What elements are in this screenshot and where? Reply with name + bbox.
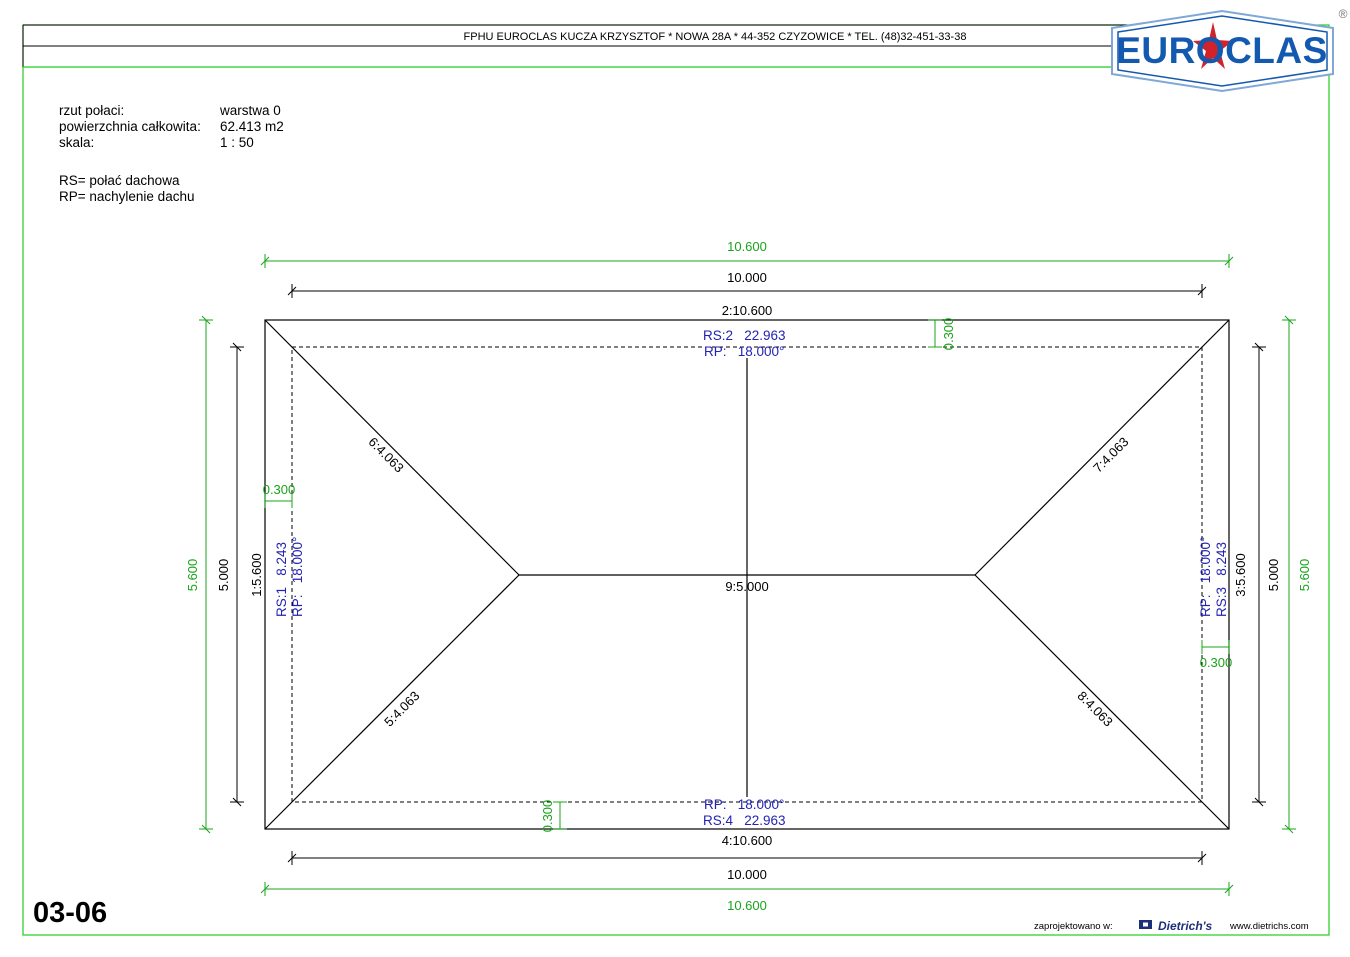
dietrichs-brand: Dietrich's (1158, 919, 1213, 933)
plane-left-rs: RS:1 8.243 (274, 542, 289, 617)
roof-plan (264, 319, 1230, 830)
sheet-number: 03-06 (33, 897, 107, 929)
hip-7 (974, 319, 1230, 576)
edge-label-1: 1:5.600 (249, 553, 264, 596)
dim-right-outer: 5.600 (1282, 315, 1312, 834)
hip-8 (974, 574, 1230, 830)
dietrichs-website: www.dietrichs.com (1229, 921, 1309, 932)
info-label-1: powierzchnia całkowita: (59, 119, 201, 134)
edge-label-6: 6:4.063 (366, 434, 407, 475)
plane-bottom-rs: RS:4 22.963 (703, 813, 786, 828)
plane-top-rs: RS:2 22.963 (703, 328, 786, 343)
dim-overhang-bottom: 0.300 (540, 800, 567, 833)
info-block: rzut połaci: warstwa 0 powierzchnia całk… (59, 103, 284, 204)
dim-left-inner-label: 5.000 (216, 559, 231, 592)
dim-overhang-top: 0.300 (928, 318, 956, 351)
euroclas-logo: EUROCLAS (1111, 9, 1334, 93)
edge-label-5: 5:4.063 (381, 688, 422, 729)
designed-in-label: zaprojektowano w: (1034, 921, 1113, 932)
edge-label-4: 4:10.600 (722, 833, 773, 848)
plane-left-rp: RP: 18.000° (290, 537, 305, 617)
dim-overhang-right: 0.300 (1200, 640, 1233, 670)
info-label-2: skala: (59, 135, 94, 150)
logo-text: EUROCLAS (1116, 30, 1328, 71)
dim-bottom-outer-label: 10.600 (727, 898, 767, 913)
hip-6 (264, 319, 520, 576)
dim-left-outer-label: 5.600 (185, 559, 200, 592)
plane-right-rs: RS:3 8.243 (1214, 542, 1229, 617)
wall-outline-dashed (291, 346, 1203, 803)
dim-top-inner-label: 10.000 (727, 270, 767, 285)
dim-top-outer-label: 10.600 (727, 239, 767, 254)
dim-top-inner: 10.000 (287, 270, 1207, 298)
plane-top-rp: RP: 18.000° (704, 344, 784, 359)
registered-mark: ® (1339, 7, 1348, 21)
info-value-1: 62.413 m2 (220, 119, 284, 134)
dim-bottom-inner: 10.000 (287, 851, 1207, 882)
legend-rs: RS= połać dachowa (59, 173, 180, 188)
dim-overhang-top-label: 0.300 (941, 318, 956, 351)
dim-bottom-inner-label: 10.000 (727, 867, 767, 882)
eave-outline (264, 319, 1230, 830)
dim-left-outer: 5.600 (185, 315, 213, 834)
dim-right-inner: 5.000 (1252, 342, 1281, 807)
info-value-2: 1 : 50 (220, 135, 254, 150)
sheet-frame (22, 24, 1330, 936)
dim-overhang-left: 0.300 (263, 482, 296, 508)
logo-badge-inner (1117, 15, 1328, 87)
dim-overhang-bottom-label: 0.300 (540, 800, 555, 833)
dim-overhang-left-label: 0.300 (263, 482, 296, 497)
dim-left-inner: 5.000 (216, 342, 244, 807)
plane-bottom-rp: RP: 18.000° (704, 797, 784, 812)
edge-label-2: 2:10.600 (722, 303, 773, 318)
info-value-0: warstwa 0 (219, 103, 281, 118)
plane-right-rp: RP: 18.000° (1198, 537, 1213, 617)
info-label-0: rzut połaci: (59, 103, 124, 118)
company-line: FPHU EUROCLAS KUCZA KRZYSZTOF * NOWA 28A… (464, 31, 967, 43)
dim-overhang-right-label: 0.300 (1200, 655, 1233, 670)
legend-rp: RP= nachylenie dachu (59, 189, 194, 204)
dim-right-outer-label: 5.600 (1297, 559, 1312, 592)
dim-top-outer: 10.600 (260, 239, 1234, 268)
dietrichs-logo-icon (1139, 920, 1152, 929)
edge-label-9: 9:5.000 (725, 579, 768, 594)
hip-5 (264, 574, 520, 830)
edge-label-7: 7:4.063 (1090, 434, 1131, 475)
dim-right-inner-label: 5.000 (1266, 559, 1281, 592)
logo-star-icon (1193, 22, 1233, 69)
edge-label-3: 3:5.600 (1233, 553, 1248, 596)
dim-bottom-outer: 10.600 (260, 882, 1234, 913)
